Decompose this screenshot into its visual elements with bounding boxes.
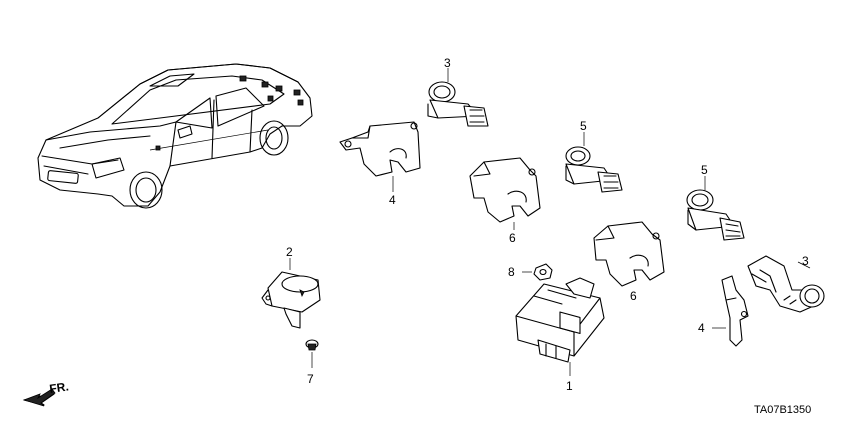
sensor-bracket-left (339, 121, 421, 192)
callout-sensor-mid: 5 (580, 119, 587, 133)
callout-bracket-left: 4 (389, 193, 396, 207)
sensor-bracket-lower-right (712, 275, 749, 347)
sensor-bracket-middle (469, 157, 541, 230)
callout-sensor-rear-top: 3 (444, 56, 451, 70)
callout-buzzer: 2 (286, 245, 293, 259)
parking-sensor-upper (427, 68, 489, 127)
callout-bracket-mid: 6 (509, 231, 516, 245)
parking-sensor-middle (565, 132, 623, 193)
front-arrow-label: FR. (48, 379, 69, 396)
callout-control-unit: 1 (566, 379, 573, 393)
flange-nut (522, 263, 553, 281)
callout-sensor-rear-right: 3 (802, 254, 809, 268)
diagram-code: TA07B1350 (754, 404, 811, 416)
sensor-bracket-lower (593, 221, 665, 287)
callout-sensor-right: 5 (701, 163, 708, 177)
parking-sensor-rear-right (747, 255, 825, 313)
buzzer-unit (261, 258, 321, 329)
car-illustration (37, 63, 313, 209)
callout-bracket-lower-right: 4 (698, 321, 705, 335)
callout-screw: 7 (307, 372, 314, 386)
callout-nut: 8 (508, 265, 515, 279)
screw (305, 339, 319, 368)
front-direction-arrow (22, 388, 56, 407)
parking-sensor-control-unit (515, 277, 605, 376)
parking-sensor-right (686, 176, 745, 241)
callout-bracket-lower: 6 (630, 289, 637, 303)
